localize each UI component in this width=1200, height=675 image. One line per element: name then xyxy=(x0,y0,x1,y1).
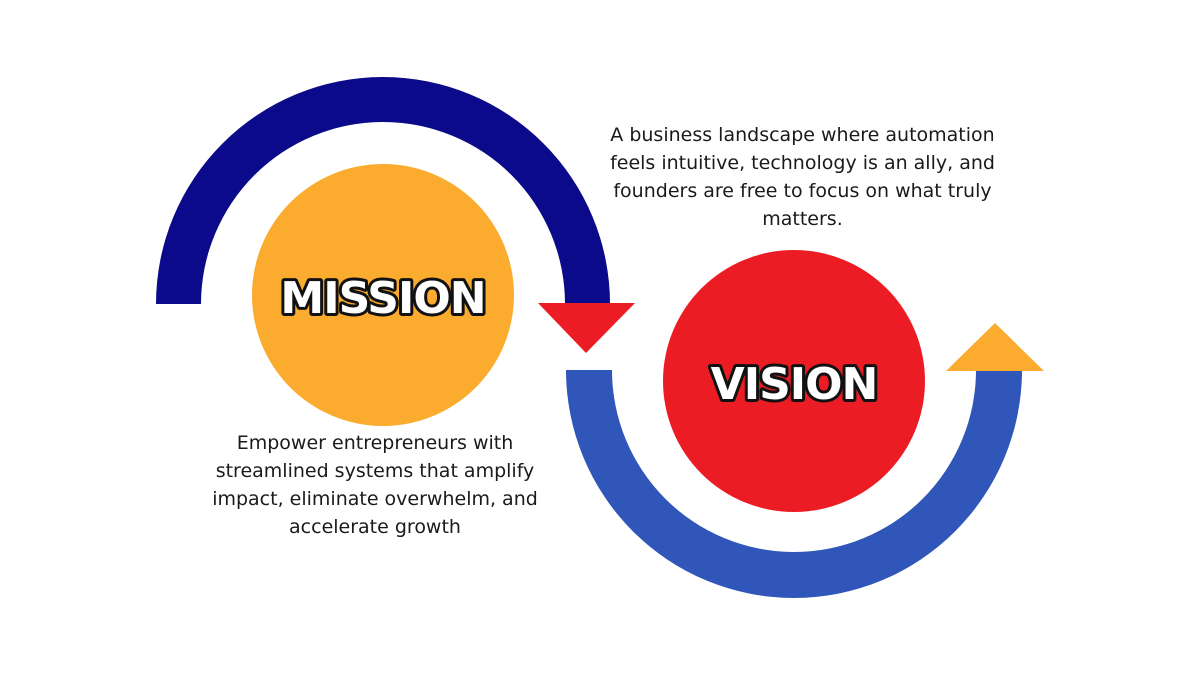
bottom-arc xyxy=(566,370,1022,598)
vision-circle xyxy=(663,250,925,512)
up-arrow-icon xyxy=(946,323,1044,371)
mission-label: MISSION xyxy=(280,273,485,324)
vision-label: VISION xyxy=(711,359,878,410)
vision-description: A business landscape where automation fe… xyxy=(610,124,995,230)
down-arrow-icon xyxy=(538,303,635,353)
mission-circle xyxy=(252,164,514,426)
mission-description: Empower entrepreneurs with streamlined s… xyxy=(212,432,538,538)
top-arc xyxy=(156,77,610,304)
